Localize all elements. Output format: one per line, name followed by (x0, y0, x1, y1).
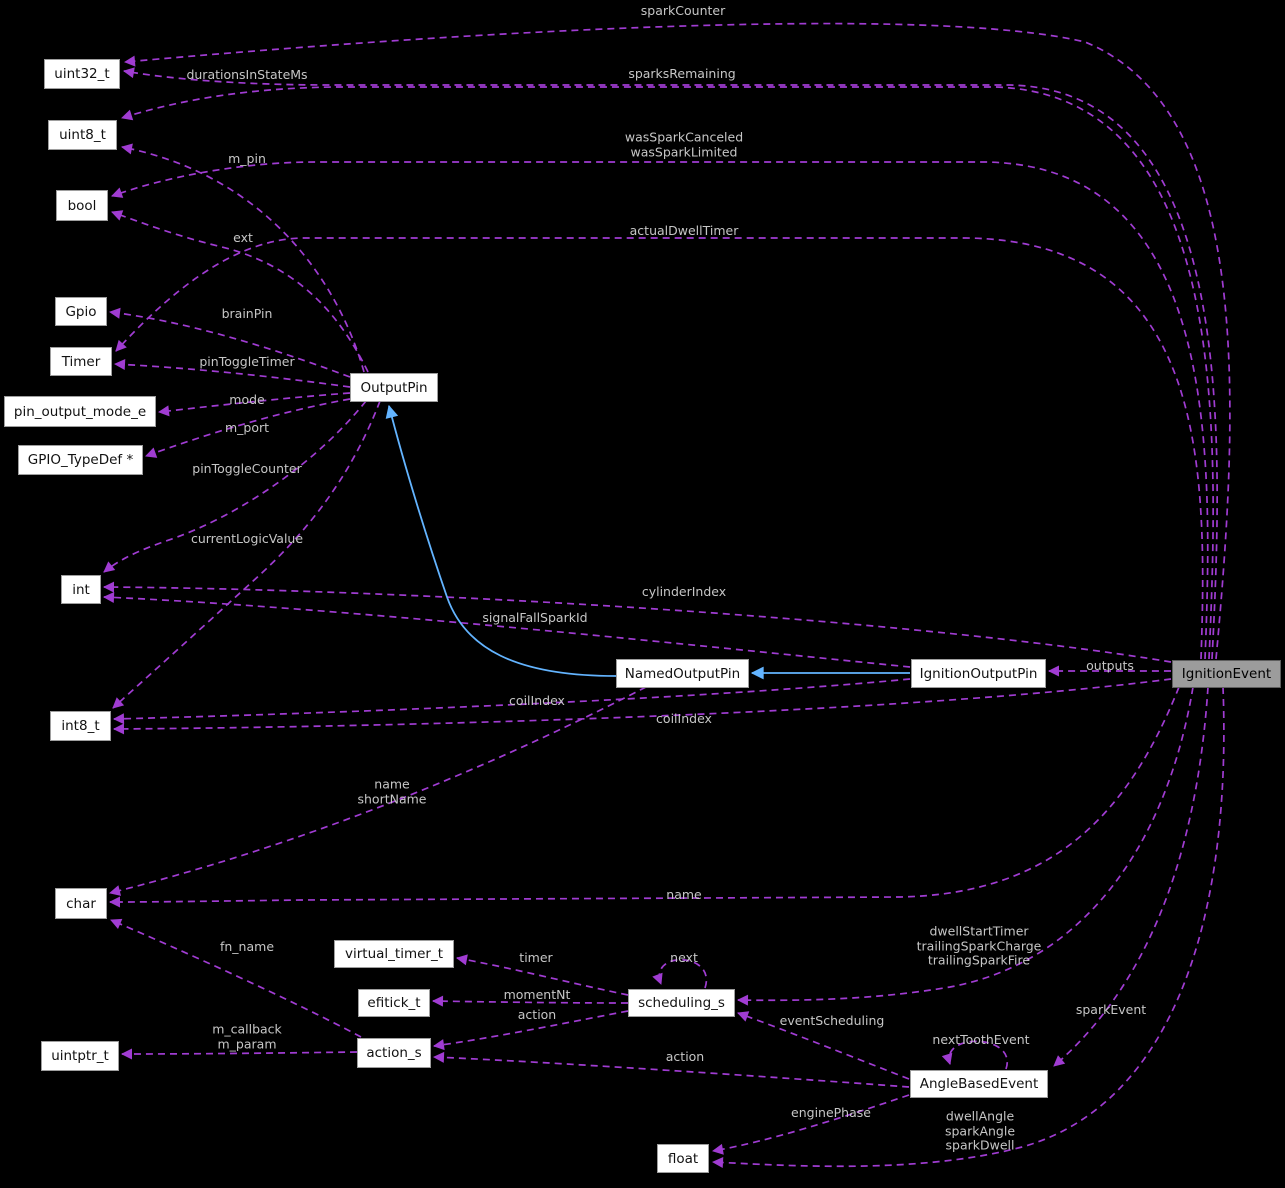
edge-wasSparkCanceled (111, 161, 1209, 660)
edge-label-mode: mode (229, 391, 265, 407)
edge-pinToggleTimer (114, 359, 351, 388)
edge-label-pinToggleCounter: pinToggleCounter (192, 460, 302, 476)
inheritance-namedOutputPin-to-outputPin (385, 404, 617, 677)
node-gpio[interactable]: Gpio (55, 297, 107, 326)
edge-name (109, 686, 1180, 908)
edge-label-sparksRemaining: sparksRemaining (628, 65, 736, 81)
edge-enginePhase (712, 1094, 910, 1155)
edge-ext (111, 210, 369, 373)
node-gpio_typedef[interactable]: GPIO_TypeDef * (18, 445, 143, 475)
edge-eventScheduling (737, 1011, 910, 1080)
node-ignitionEvent[interactable]: IgnitionEvent (1172, 660, 1281, 688)
edge-dwellStartTimer-trailing (737, 686, 1194, 1006)
edge-label-dwellAngle: dwellAngle sparkAngle sparkDwell (944, 1108, 1016, 1153)
edge-label-currentLogicValue: currentLogicValue (190, 530, 304, 546)
edge-fn_name (110, 918, 362, 1038)
node-uint8_t[interactable]: uint8_t (48, 120, 117, 150)
edge-m_port (145, 398, 351, 458)
node-char[interactable]: char (55, 888, 107, 919)
node-ignitionOutputPin[interactable]: IgnitionOutputPin (911, 659, 1046, 688)
edge-brainPin (109, 307, 351, 378)
edge-label-enginePhase: enginePhase (791, 1104, 871, 1120)
edge-label-cylinderIndex: cylinderIndex (641, 583, 727, 599)
edge-coilIndex-ignitionOutputPin (113, 678, 911, 725)
edge-next-self-loop (652, 958, 708, 989)
edge-coilIndex-ignitionEvent (113, 678, 1172, 735)
node-bool[interactable]: bool (56, 190, 108, 221)
edge-label-m_port: m_port (224, 419, 270, 435)
edge-label-actualDwellTimer: actualDwellTimer (629, 222, 739, 238)
edge-label-name: name (666, 886, 702, 902)
edge-m_callback-m_param (121, 1048, 358, 1060)
edge-timer (456, 954, 629, 996)
edge-label-outputs: outputs (1086, 657, 1134, 673)
edge-label-durationsInStateMs: durationsInStateMs (186, 66, 308, 82)
edge-label-wasSpark: wasSparkCanceled wasSparkLimited (624, 129, 744, 159)
edge-actualDwellTimer (115, 237, 1204, 660)
edge-action-scheduling (433, 1010, 629, 1051)
edge-sparkEvent (1053, 686, 1209, 1067)
edge-action-angleBasedEvent (433, 1051, 910, 1088)
edge-label-name-shortName: name shortName (357, 776, 427, 806)
node-efitick_t[interactable]: efitick_t (358, 989, 430, 1017)
edge-currentLogicValue (112, 400, 381, 709)
edge-m_pin (121, 143, 365, 373)
edge-label-brainPin: brainPin (221, 305, 273, 321)
edge-label-m_pin: m_pin (228, 150, 266, 166)
edge-label-coilIndex-1: coilIndex (509, 692, 565, 708)
edge-label-eventScheduling: eventScheduling (779, 1012, 885, 1028)
edge-label-dwellStartTimer: dwellStartTimer trailingSparkCharge trai… (916, 923, 1042, 968)
edge-label-sparkEvent: sparkEvent (1075, 1001, 1147, 1017)
edge-dwellAngle-sparkAngle-sparkDwell (712, 686, 1225, 1168)
edge-label-ext: ext (233, 229, 253, 245)
edge-label-momentNt: momentNt (503, 986, 571, 1002)
edge-momentNt (432, 995, 629, 1007)
edge-label-action-2: action (665, 1048, 705, 1064)
node-angleBasedEvent[interactable]: AngleBasedEvent (910, 1070, 1048, 1098)
edge-sparkCounter (124, 22, 1231, 660)
node-namedOutputPin[interactable]: NamedOutputPin (616, 659, 749, 688)
node-outputPin[interactable]: OutputPin (350, 373, 438, 402)
edge-label-next: next (670, 949, 698, 965)
edge-label-coilIndex-2: coilIndex (656, 710, 712, 726)
node-scheduling_s[interactable]: scheduling_s (628, 989, 735, 1017)
node-action_s[interactable]: action_s (357, 1038, 431, 1068)
node-uintptr_t[interactable]: uintptr_t (41, 1041, 119, 1071)
node-int8_t[interactable]: int8_t (50, 711, 111, 741)
edge-label-sparkCounter: sparkCounter (640, 2, 726, 18)
node-pin_output_mode_e[interactable]: pin_output_mode_e (4, 396, 156, 427)
node-timer[interactable]: Timer (50, 347, 112, 376)
edge-cylinderIndex (103, 581, 1172, 663)
edge-label-m_callback: m_callback m_param (212, 1021, 282, 1051)
edge-label-action-1: action (517, 1006, 557, 1022)
edge-name-shortName (109, 686, 647, 896)
edge-durationsInStateMs (123, 67, 1218, 660)
node-virtual_timer_t[interactable]: virtual_timer_t (334, 940, 454, 968)
node-int[interactable]: int (61, 575, 101, 604)
edge-sparksRemaining (121, 86, 1214, 660)
node-uint32_t[interactable]: uint32_t (44, 59, 120, 89)
edge-pinToggleCounter (103, 400, 367, 573)
edge-mode (158, 392, 351, 417)
node-float[interactable]: float (657, 1144, 709, 1173)
edge-label-timer: timer (519, 949, 553, 965)
edge-label-pinToggleTimer: pinToggleTimer (199, 353, 295, 369)
edge-label-nextToothEvent: nextToothEvent (932, 1031, 1030, 1047)
edge-label-fn_name: fn_name (219, 938, 275, 954)
edge-label-signalFallSparkId: signalFallSparkId (482, 609, 588, 625)
edge-signalFallSparkId (103, 591, 911, 668)
